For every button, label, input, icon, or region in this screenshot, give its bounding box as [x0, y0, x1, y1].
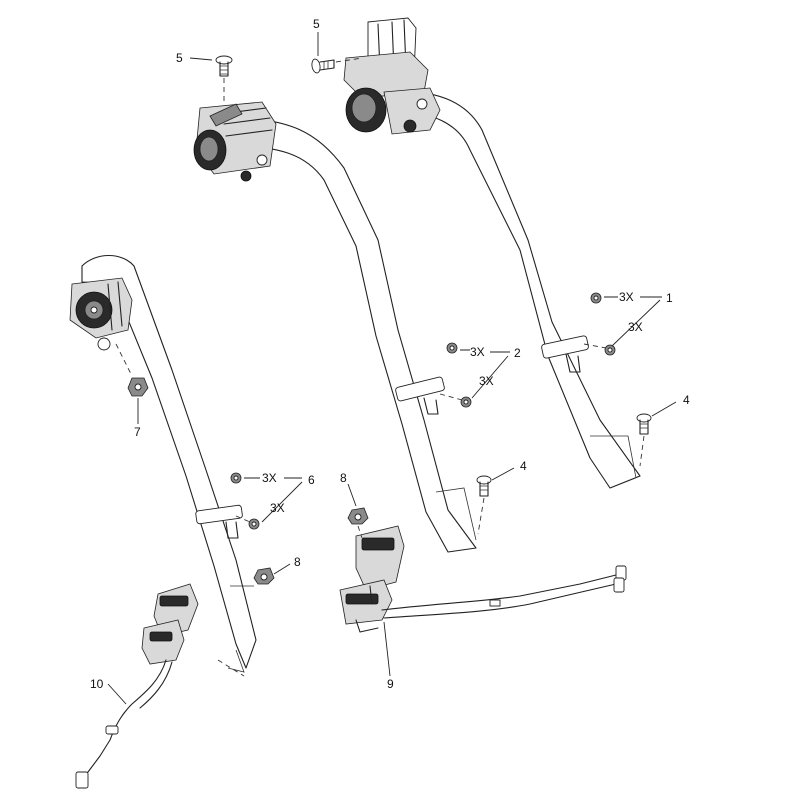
callout-7: 7	[134, 425, 141, 439]
nut-double-buckle	[347, 507, 369, 525]
retractor-left	[69, 277, 133, 351]
belt-guide-left	[195, 504, 243, 525]
qty-label-right-lower: 3X	[628, 320, 643, 334]
screw-center-lower	[460, 396, 472, 408]
bolt-center-anchor	[476, 475, 492, 497]
nut-left-anchor	[253, 567, 275, 585]
screw-right-lower	[604, 344, 616, 356]
qty-label-right-upper: 3X	[619, 290, 634, 304]
callout-10: 10	[90, 677, 104, 691]
belt-guide-center	[395, 376, 445, 402]
qty-label-center-lower: 3X	[479, 374, 494, 388]
double-buckle	[339, 525, 627, 633]
bolt-left-retractor	[215, 55, 233, 77]
qty-label-left-lower: 3X	[270, 501, 285, 515]
callout-8-center: 8	[340, 471, 347, 485]
callout-5-left: 5	[176, 51, 183, 65]
belt-assembly-center	[231, 117, 477, 553]
callout-1: 1	[666, 291, 673, 305]
qty-label-left-upper: 3X	[262, 471, 277, 485]
callout-9: 9	[387, 677, 394, 691]
callout-6: 6	[308, 473, 315, 487]
bolt-right-retractor	[311, 58, 335, 74]
callout-5-right: 5	[313, 17, 320, 31]
leader-lines	[107, 32, 677, 705]
callout-4-center: 4	[520, 459, 527, 473]
callout-2: 2	[514, 346, 521, 360]
qty-label-center-upper: 3X	[470, 345, 485, 359]
callout-4-right: 4	[683, 393, 690, 407]
nut-left-retractor	[127, 377, 149, 397]
screw-left-upper	[230, 472, 242, 484]
screw-right-upper	[590, 292, 602, 304]
screw-center-upper	[446, 342, 458, 354]
callout-8-left: 8	[294, 555, 301, 569]
retractor-right	[343, 17, 441, 135]
retractor-center	[193, 101, 277, 182]
single-buckle	[75, 583, 199, 789]
belt-assembly-right	[397, 91, 641, 489]
bolt-right-anchor	[636, 413, 652, 435]
screw-left-lower	[248, 518, 260, 530]
